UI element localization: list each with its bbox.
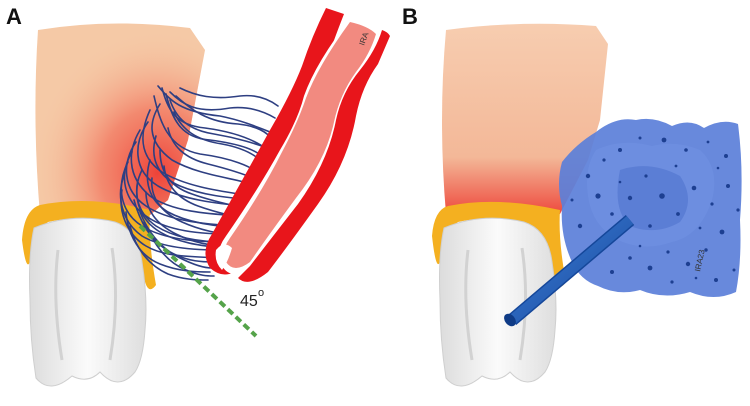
panel-a-label: A	[6, 4, 22, 29]
enamel-band-b	[432, 201, 566, 287]
sponge-pores	[570, 136, 740, 284]
sponge-handle-rod	[504, 215, 635, 327]
interdental-sponge: IRA23	[559, 118, 742, 297]
angle-unit: o	[258, 287, 264, 299]
brush-label: IRA	[357, 30, 370, 46]
panel-a: 45 o IRA	[22, 8, 390, 387]
panel-b-label: B	[402, 4, 418, 29]
toothbrush-head: IRA	[205, 8, 390, 282]
enamel-band-a	[22, 201, 156, 290]
tooth-a	[29, 217, 147, 387]
angle-guide-line	[138, 224, 258, 338]
angle-value: 45	[240, 293, 258, 310]
panel-b: IRA23	[432, 23, 742, 387]
